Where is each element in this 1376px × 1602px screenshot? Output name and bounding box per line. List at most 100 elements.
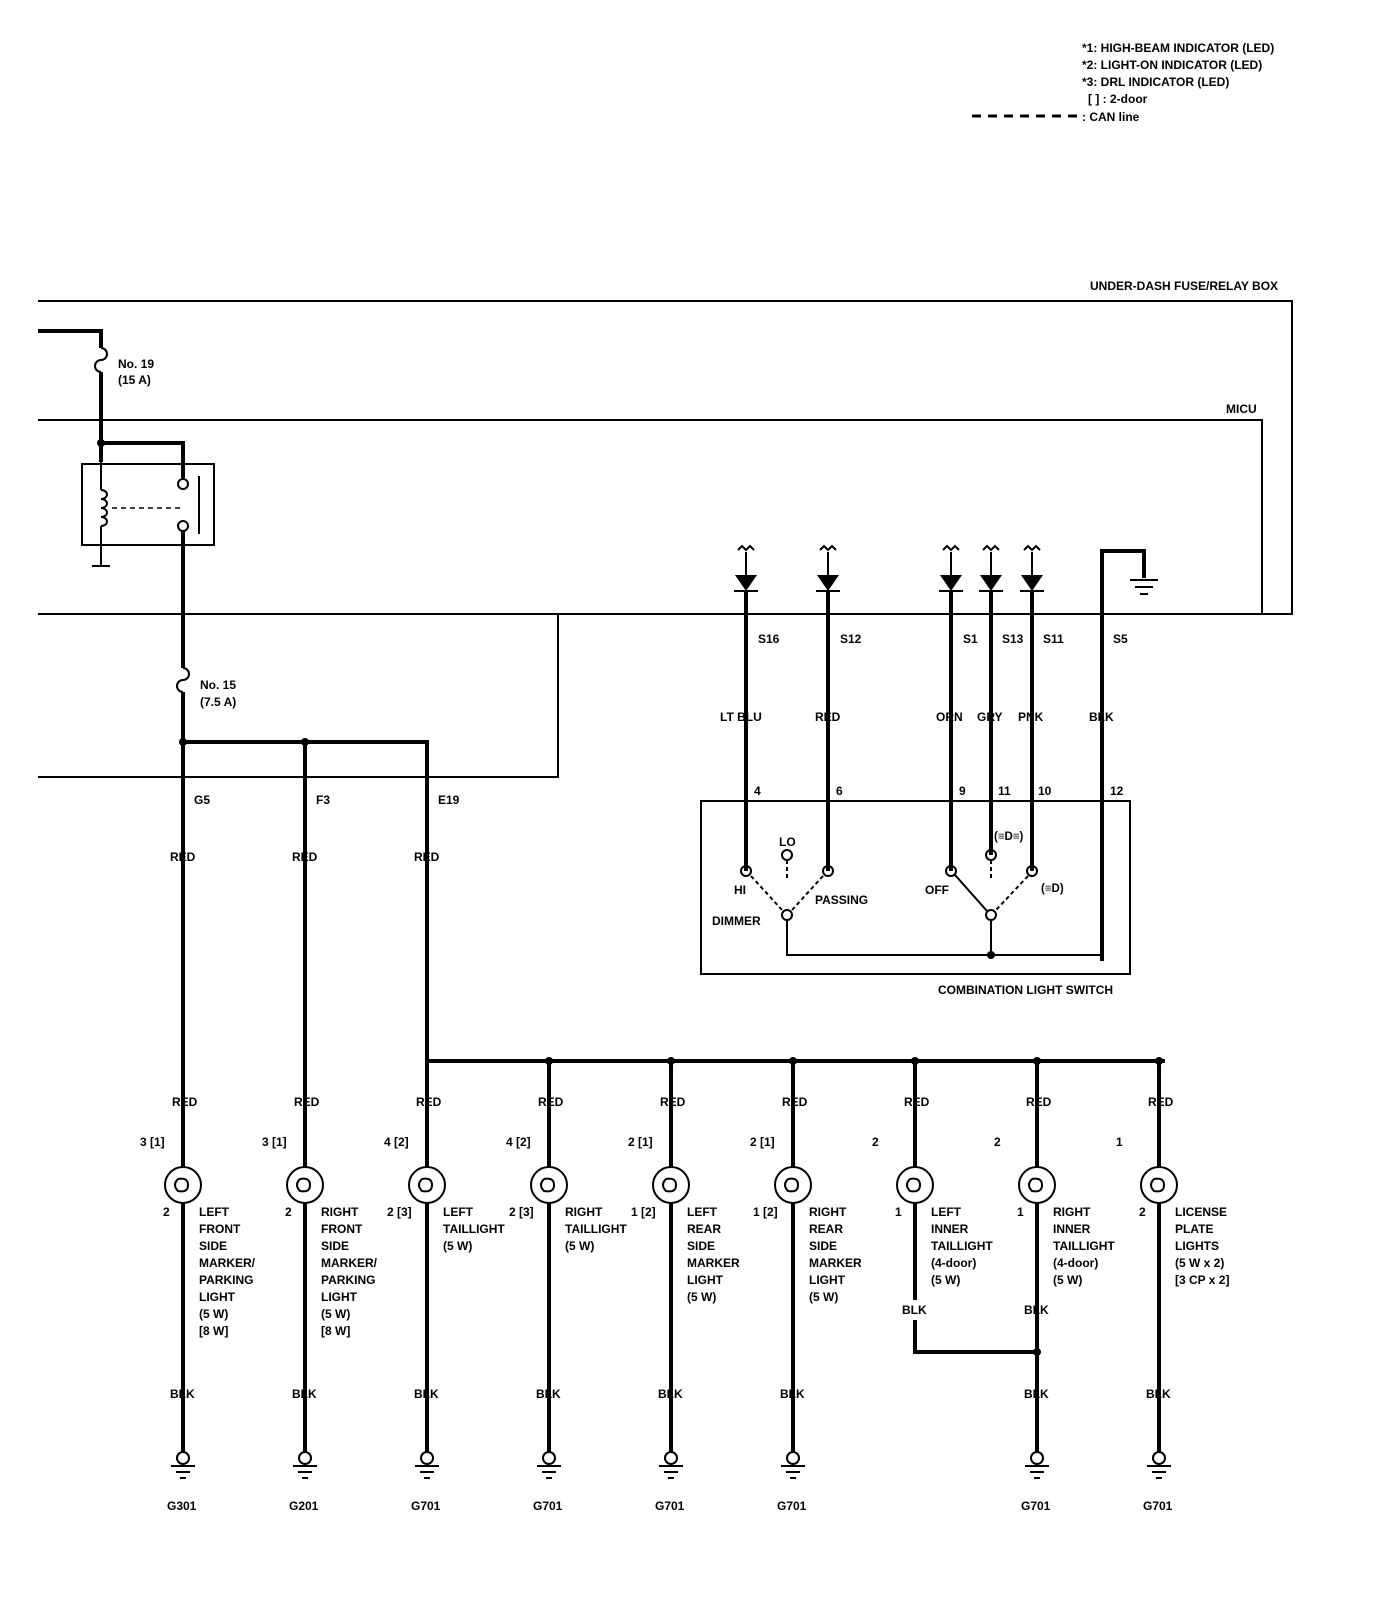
combination-switch-label: COMBINATION LIGHT SWITCH <box>938 983 1113 997</box>
lamp-name-line: PARKING <box>321 1273 375 1287</box>
switch-pin: 4 <box>754 784 761 798</box>
lamp-name-line: SIDE <box>809 1239 837 1253</box>
micu-outline <box>38 419 1263 615</box>
connector-pin: 2 <box>163 1205 170 1219</box>
connector-pin: 1 <box>895 1205 902 1219</box>
bulb-icon <box>652 1166 690 1204</box>
micu-input-s12 <box>816 544 840 871</box>
switch-hi-label: HI <box>734 883 746 897</box>
legend-item: [ ] : 2-door <box>1088 92 1148 106</box>
ground-label: G701 <box>777 1499 807 1513</box>
wire-color-label: BLK <box>1089 710 1114 724</box>
lamp-name-line: REAR <box>687 1222 721 1236</box>
junction-dot <box>1033 1348 1041 1356</box>
fuse-19-rating: (15 A) <box>118 373 151 387</box>
ground-label: G301 <box>167 1499 197 1513</box>
bulb-filament <box>296 1177 312 1193</box>
wire-color-label: ORN <box>936 710 963 724</box>
legend-item: *2: LIGHT-ON INDICATOR (LED) <box>1082 58 1262 72</box>
lamp-name-line: INNER <box>1053 1222 1091 1236</box>
junction-dot <box>1155 1057 1163 1065</box>
wire-color-label: RED <box>172 1095 198 1109</box>
connector-pin: 2 [3] <box>509 1205 534 1219</box>
legend-item: *1: HIGH-BEAM INDICATOR (LED) <box>1082 41 1274 55</box>
lamp-name-line: (5 W) <box>199 1307 228 1321</box>
lamp-name-line: MARKER <box>687 1256 740 1270</box>
wire-color-label: BLK <box>780 1387 805 1401</box>
connector-pin: 1 <box>1116 1135 1123 1149</box>
connector-pin: 3 [1] <box>140 1135 165 1149</box>
lamp-name-line: (5 W) <box>565 1239 594 1253</box>
bulb-filament <box>784 1177 800 1193</box>
combination-light-switch: COMBINATION LIGHT SWITCH LO HI PASSING D… <box>700 800 1131 997</box>
lamp-name-line: FRONT <box>321 1222 363 1236</box>
bulb-filament <box>174 1177 190 1193</box>
fuse-15-name: No. 15 <box>200 678 236 692</box>
lamp-name-line: PLATE <box>1175 1222 1213 1236</box>
terminal-f3: F3 <box>316 793 330 807</box>
connector-pin: 4 [2] <box>384 1135 409 1149</box>
micu-input-s5 <box>1100 549 1158 961</box>
ground-terminal <box>176 1451 190 1465</box>
can-line-label: : CAN line <box>1082 110 1140 124</box>
terminal-e19: E19 <box>438 793 460 807</box>
connector-pin: 4 [2] <box>506 1135 531 1149</box>
ground-terminal <box>1030 1451 1044 1465</box>
ground-terminal <box>664 1451 678 1465</box>
legend: *1: HIGH-BEAM INDICATOR (LED) *2: LIGHT-… <box>972 41 1274 124</box>
junction-dot <box>667 1057 675 1065</box>
lamp-name-line: SIDE <box>321 1239 349 1253</box>
lamp-name-line: [3 CP x 2] <box>1175 1273 1229 1287</box>
terminal-g5: G5 <box>194 793 210 807</box>
ground-label: G701 <box>533 1499 563 1513</box>
terminal-s5: S5 <box>1113 632 1128 646</box>
lamp-name-line: MARKER/ <box>321 1256 378 1270</box>
lamp-name-line: MARKER <box>809 1256 862 1270</box>
micu-input-s13 <box>979 544 1003 855</box>
fuse-19-name: No. 19 <box>118 357 154 371</box>
connector-pin: 1 [2] <box>631 1205 656 1219</box>
wire-color-label: BLK <box>658 1387 683 1401</box>
bulb-filament <box>1028 1177 1044 1193</box>
switch-lo-label: LO <box>779 835 796 849</box>
lamp-name-line: MARKER/ <box>199 1256 256 1270</box>
lamp-name-line: (5 W x 2) <box>1175 1256 1224 1270</box>
lamp-name-line: (5 W) <box>321 1307 350 1321</box>
connector-pin: 2 [3] <box>387 1205 412 1219</box>
battery-feed-wire <box>38 329 103 348</box>
wire-color-label: BLK <box>1024 1303 1049 1317</box>
connector-pin: 2 <box>1139 1205 1146 1219</box>
bulb-icon <box>164 1166 202 1204</box>
inner-tail-ground-link <box>913 1320 1037 1354</box>
micu-terminal-labels: S16 S12 S1 S13 S11 S5 LT BLU RED ORN GRY… <box>720 632 1128 798</box>
lamp-name-line: TAILLIGHT <box>443 1222 505 1236</box>
wire-color-label: BLK <box>1146 1387 1171 1401</box>
legend-item: *3: DRL INDICATOR (LED) <box>1082 75 1229 89</box>
wire-color-label: RED <box>416 1095 442 1109</box>
switch-pin: 9 <box>959 784 966 798</box>
lamp-name-line: LIGHT <box>687 1273 724 1287</box>
micu-inputs <box>734 544 1158 961</box>
terminal-s1: S1 <box>963 632 978 646</box>
ground-label: G701 <box>655 1499 685 1513</box>
switch-dimmer-label: DIMMER <box>712 914 761 928</box>
connector-pin: 3 [1] <box>262 1135 287 1149</box>
bulb-icon <box>1018 1166 1056 1204</box>
lamp-name-line: LEFT <box>687 1205 718 1219</box>
micu-input-s16 <box>734 544 758 871</box>
micu-input-s1 <box>939 544 963 871</box>
ground-terminal <box>542 1451 556 1465</box>
ground-label: G701 <box>1143 1499 1173 1513</box>
lamp-name-line: LIGHT <box>809 1273 846 1287</box>
lamp-name-line: (5 W) <box>1053 1273 1082 1287</box>
junction-dot <box>545 1057 553 1065</box>
lamp-name-line: LIGHT <box>199 1290 236 1304</box>
bulb-filament <box>540 1177 556 1193</box>
wire-color-label: BLK <box>414 1387 439 1401</box>
